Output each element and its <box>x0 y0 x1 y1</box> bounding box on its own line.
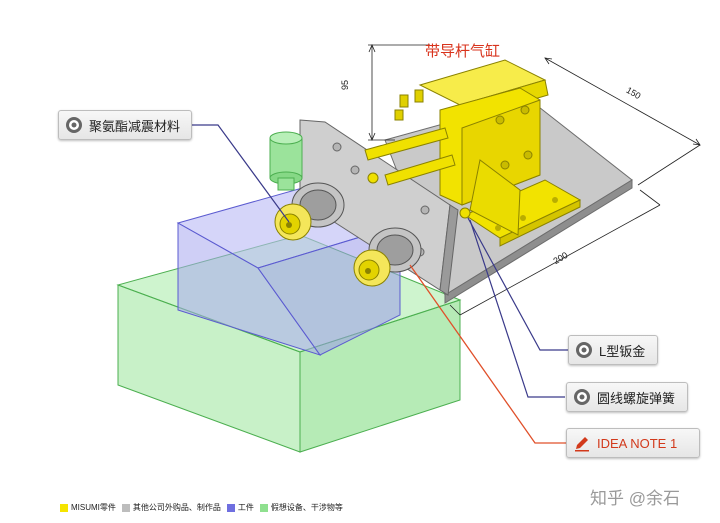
legend-swatch-purchased <box>121 503 130 512</box>
legend-label-workpiece: 工件 <box>237 503 254 512</box>
legend-label-misumi: MISUMI零件 <box>71 503 116 512</box>
gear-icon <box>575 341 593 359</box>
dimension-height-label: 95 <box>340 79 351 91</box>
cylinder-title-label: 带导杆气缸 <box>425 43 501 60</box>
legend-swatch-virtual <box>259 503 268 512</box>
callout-urethane-label: 聚氨酯减震材料 <box>89 118 181 134</box>
legend-swatch-workpiece <box>226 503 235 512</box>
gear-icon <box>573 388 591 406</box>
legend-swatch-misumi <box>60 503 68 512</box>
callout-urethane[interactable]: 聚氨酯减震材料 <box>58 110 192 140</box>
legend-label-purchased: 其他公司外购品、制作品 <box>132 503 221 512</box>
guided-cylinder <box>364 59 549 206</box>
virtual-cylinder <box>269 131 303 191</box>
dimension-lines <box>368 43 701 316</box>
pencil-icon <box>573 434 591 452</box>
legend: MISUMI零件 其他公司外购品、制作品 工件 假想设备、干涉物等 <box>60 502 343 513</box>
callout-idea-note[interactable]: IDEA NOTE 1 <box>566 428 700 458</box>
callout-spring-label: 圆线螺旋弹簧 <box>597 390 676 406</box>
l-bracket <box>463 159 582 247</box>
roller-upper <box>274 182 345 241</box>
callout-idea-note-label: IDEA NOTE 1 <box>597 435 678 451</box>
callout-sheet-metal-label: L型钣金 <box>599 343 646 359</box>
plate-nuts <box>367 172 471 219</box>
callout-sheet-metal[interactable]: L型钣金 <box>568 335 658 365</box>
callout-spring[interactable]: 圆线螺旋弹簧 <box>566 382 688 412</box>
watermark: 知乎 @余石 <box>590 489 680 508</box>
legend-label-virtual: 假想设备、干涉物等 <box>270 503 343 512</box>
gear-icon <box>65 116 83 134</box>
roller-lower <box>353 227 422 287</box>
callout-leaders <box>192 124 570 444</box>
